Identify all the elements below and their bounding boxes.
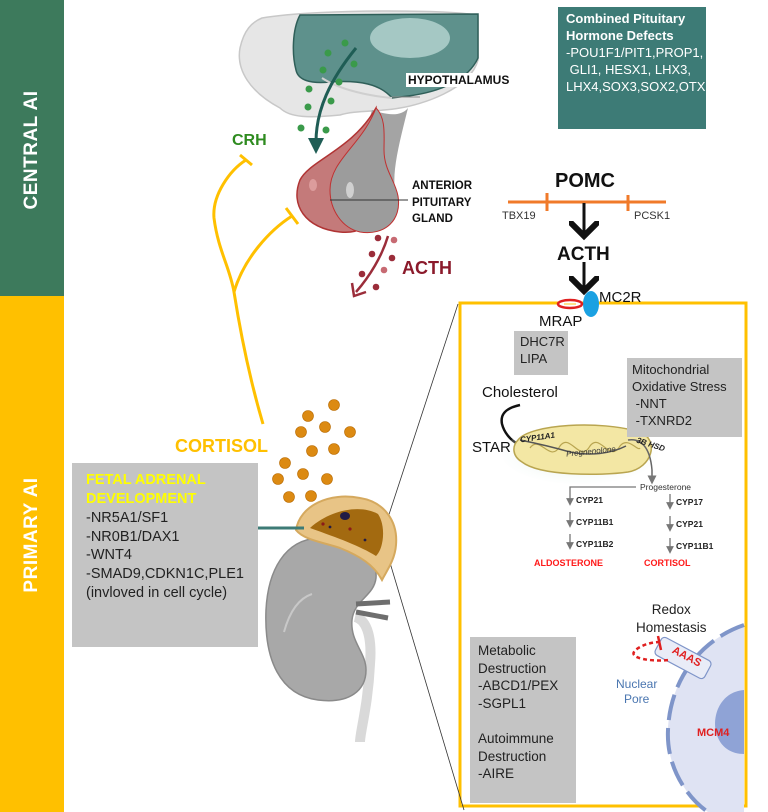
cphd-title-1: Combined Pituitary (566, 11, 686, 26)
cortisol-granules (272, 399, 356, 503)
central-ai-band (0, 0, 64, 296)
meta-line: Destruction (478, 660, 547, 676)
cphd-genes-1: -POU1F1/PIT1,PROP1, (566, 44, 704, 60)
mc2r-receptor (583, 291, 599, 317)
meta-line: Metabolic (478, 643, 536, 658)
cphd-title-2: Hormone Defects (566, 27, 674, 43)
metabolic-autoimmune-box: Metabolic Destruction -ABCD1/PEX -SGPL1 … (470, 637, 576, 803)
fetal-gene: -WNT4 (86, 547, 132, 564)
cphd-genes-3: LHX4,SOX3,SOX2,OTX2 (566, 78, 713, 94)
redox-homeostasis-label: Redox Homestasis (636, 601, 707, 637)
cphd-gene-box: Combined Pituitary Hormone Defects -POU1… (558, 7, 713, 129)
meta-spacer (478, 712, 576, 730)
anterior-pituitary-label-3: GLAND (412, 213, 453, 226)
fetal-adrenal-box: FETAL ADRENAL DEVELOPMENT -NR5A1/SF1 -NR… (72, 463, 258, 647)
nuclear-label-1: Nuclear (616, 677, 658, 691)
crh-label: CRH (232, 132, 267, 149)
anterior-pituitary-label: ANTERIOR PITUITARY GLAND (412, 178, 472, 228)
steroidogenesis-arrows (566, 486, 674, 554)
fetal-title-1: FETAL ADRENAL (86, 472, 206, 488)
acth-granules (358, 234, 398, 291)
enzyme-cyp21-cort: CYP21 (676, 519, 703, 529)
dhc7r-lipa-box: DHC7R LIPA (514, 331, 568, 375)
band-separator (0, 296, 64, 298)
aaas-pore (654, 636, 712, 680)
zoom-line-bottom (387, 555, 465, 811)
fetal-gene: -SMAD9,CDKN1C,PLE1 (86, 566, 244, 583)
fetal-title-2: DEVELOPMENT (86, 490, 197, 507)
cholesterol-path (500, 403, 521, 446)
adrenal-gland-illustration (294, 495, 398, 583)
star-label: STAR (472, 439, 511, 456)
primary-ai-band (0, 298, 64, 812)
cholesterol-label: Cholesterol (482, 384, 558, 401)
mito-oxidative-box: Mitochondrial Oxidative Stress -NNT -TXN… (627, 358, 742, 437)
mito-line: -NNT (632, 395, 667, 411)
kidney-illustration (265, 537, 391, 743)
fetal-note: (invloved in cell cycle) (86, 585, 228, 602)
mrap-label: MRAP (539, 313, 583, 330)
zoom-line-top (377, 303, 459, 549)
mc2r-label: MC2R (599, 289, 642, 306)
meta-line: -AIRE (478, 766, 515, 782)
hypothalamus-label: HYPOTHALAMUS (406, 73, 512, 87)
crh-granules (297, 39, 358, 134)
redox-label-1: Redox (651, 602, 691, 617)
acth-flow-arrow (355, 235, 390, 293)
pcsk1-label: PCSK1 (634, 210, 671, 222)
acth-secreted-label: ACTH (402, 258, 452, 278)
hypothalamus-illustration (238, 10, 479, 196)
redox-inhibition (632, 640, 671, 662)
enzyme-cyp11b2-aldo: CYP11B2 (576, 539, 614, 549)
nuclear-label-2: Pore (624, 692, 650, 706)
cortisol-product-label: CORTISOL (644, 558, 691, 568)
adrenal-cell-box (458, 301, 748, 808)
meta-line: Destruction (478, 748, 547, 764)
aldosterone-label: ALDOSTERONE (534, 558, 604, 568)
mito-line: Mitochondrial (632, 362, 710, 377)
mcm4-label: MCM4 (697, 727, 730, 739)
meta-line: -SGPL1 (478, 695, 527, 711)
anterior-pituitary-label-1: ANTERIOR (412, 180, 473, 192)
pomc-label: POMC (555, 170, 615, 192)
pomc-processing-line (508, 193, 666, 211)
cortisol-feedback-lines (212, 153, 300, 425)
enzyme-cyp11b1-cort: CYP11B1 (676, 541, 714, 551)
mitochondrion-illustration (502, 424, 658, 485)
enzyme-cyp21-aldo: CYP21 (576, 495, 603, 505)
tbx19-label: TBX19 (502, 210, 536, 222)
mito-line: -TXNRD2 (632, 412, 692, 428)
meta-line: -ABCD1/PEX (478, 678, 559, 694)
dhc-gene: DHC7R (520, 334, 565, 349)
anterior-pituitary-illustration (296, 105, 400, 234)
fetal-gene: -NR5A1/SF1 (86, 509, 169, 526)
progesterone-label: Progesterone (640, 482, 692, 492)
anterior-pituitary-label-2: PITUITARY (412, 196, 472, 209)
cphd-genes-2: GLI1, HESX1, LHX3, (566, 61, 692, 77)
nuclear-pore-label: Nuclear Pore (616, 677, 657, 707)
acth-label: ACTH (557, 244, 610, 265)
redox-label-2: Homestasis (636, 620, 707, 636)
meta-line: Autoimmune (478, 731, 554, 747)
cortisol-label: CORTISOL (175, 436, 268, 456)
fetal-gene: -NR0B1/DAX1 (86, 528, 180, 545)
enzyme-cyp17-cort: CYP17 (676, 497, 703, 507)
dhc-gene: LIPA (520, 350, 548, 366)
enzyme-cyp11b1-aldo: CYP11B1 (576, 517, 614, 527)
mito-line: Oxidative Stress (632, 378, 727, 394)
crh-flow-arrowhead (308, 138, 324, 154)
crh-flow-arrow (314, 47, 358, 143)
